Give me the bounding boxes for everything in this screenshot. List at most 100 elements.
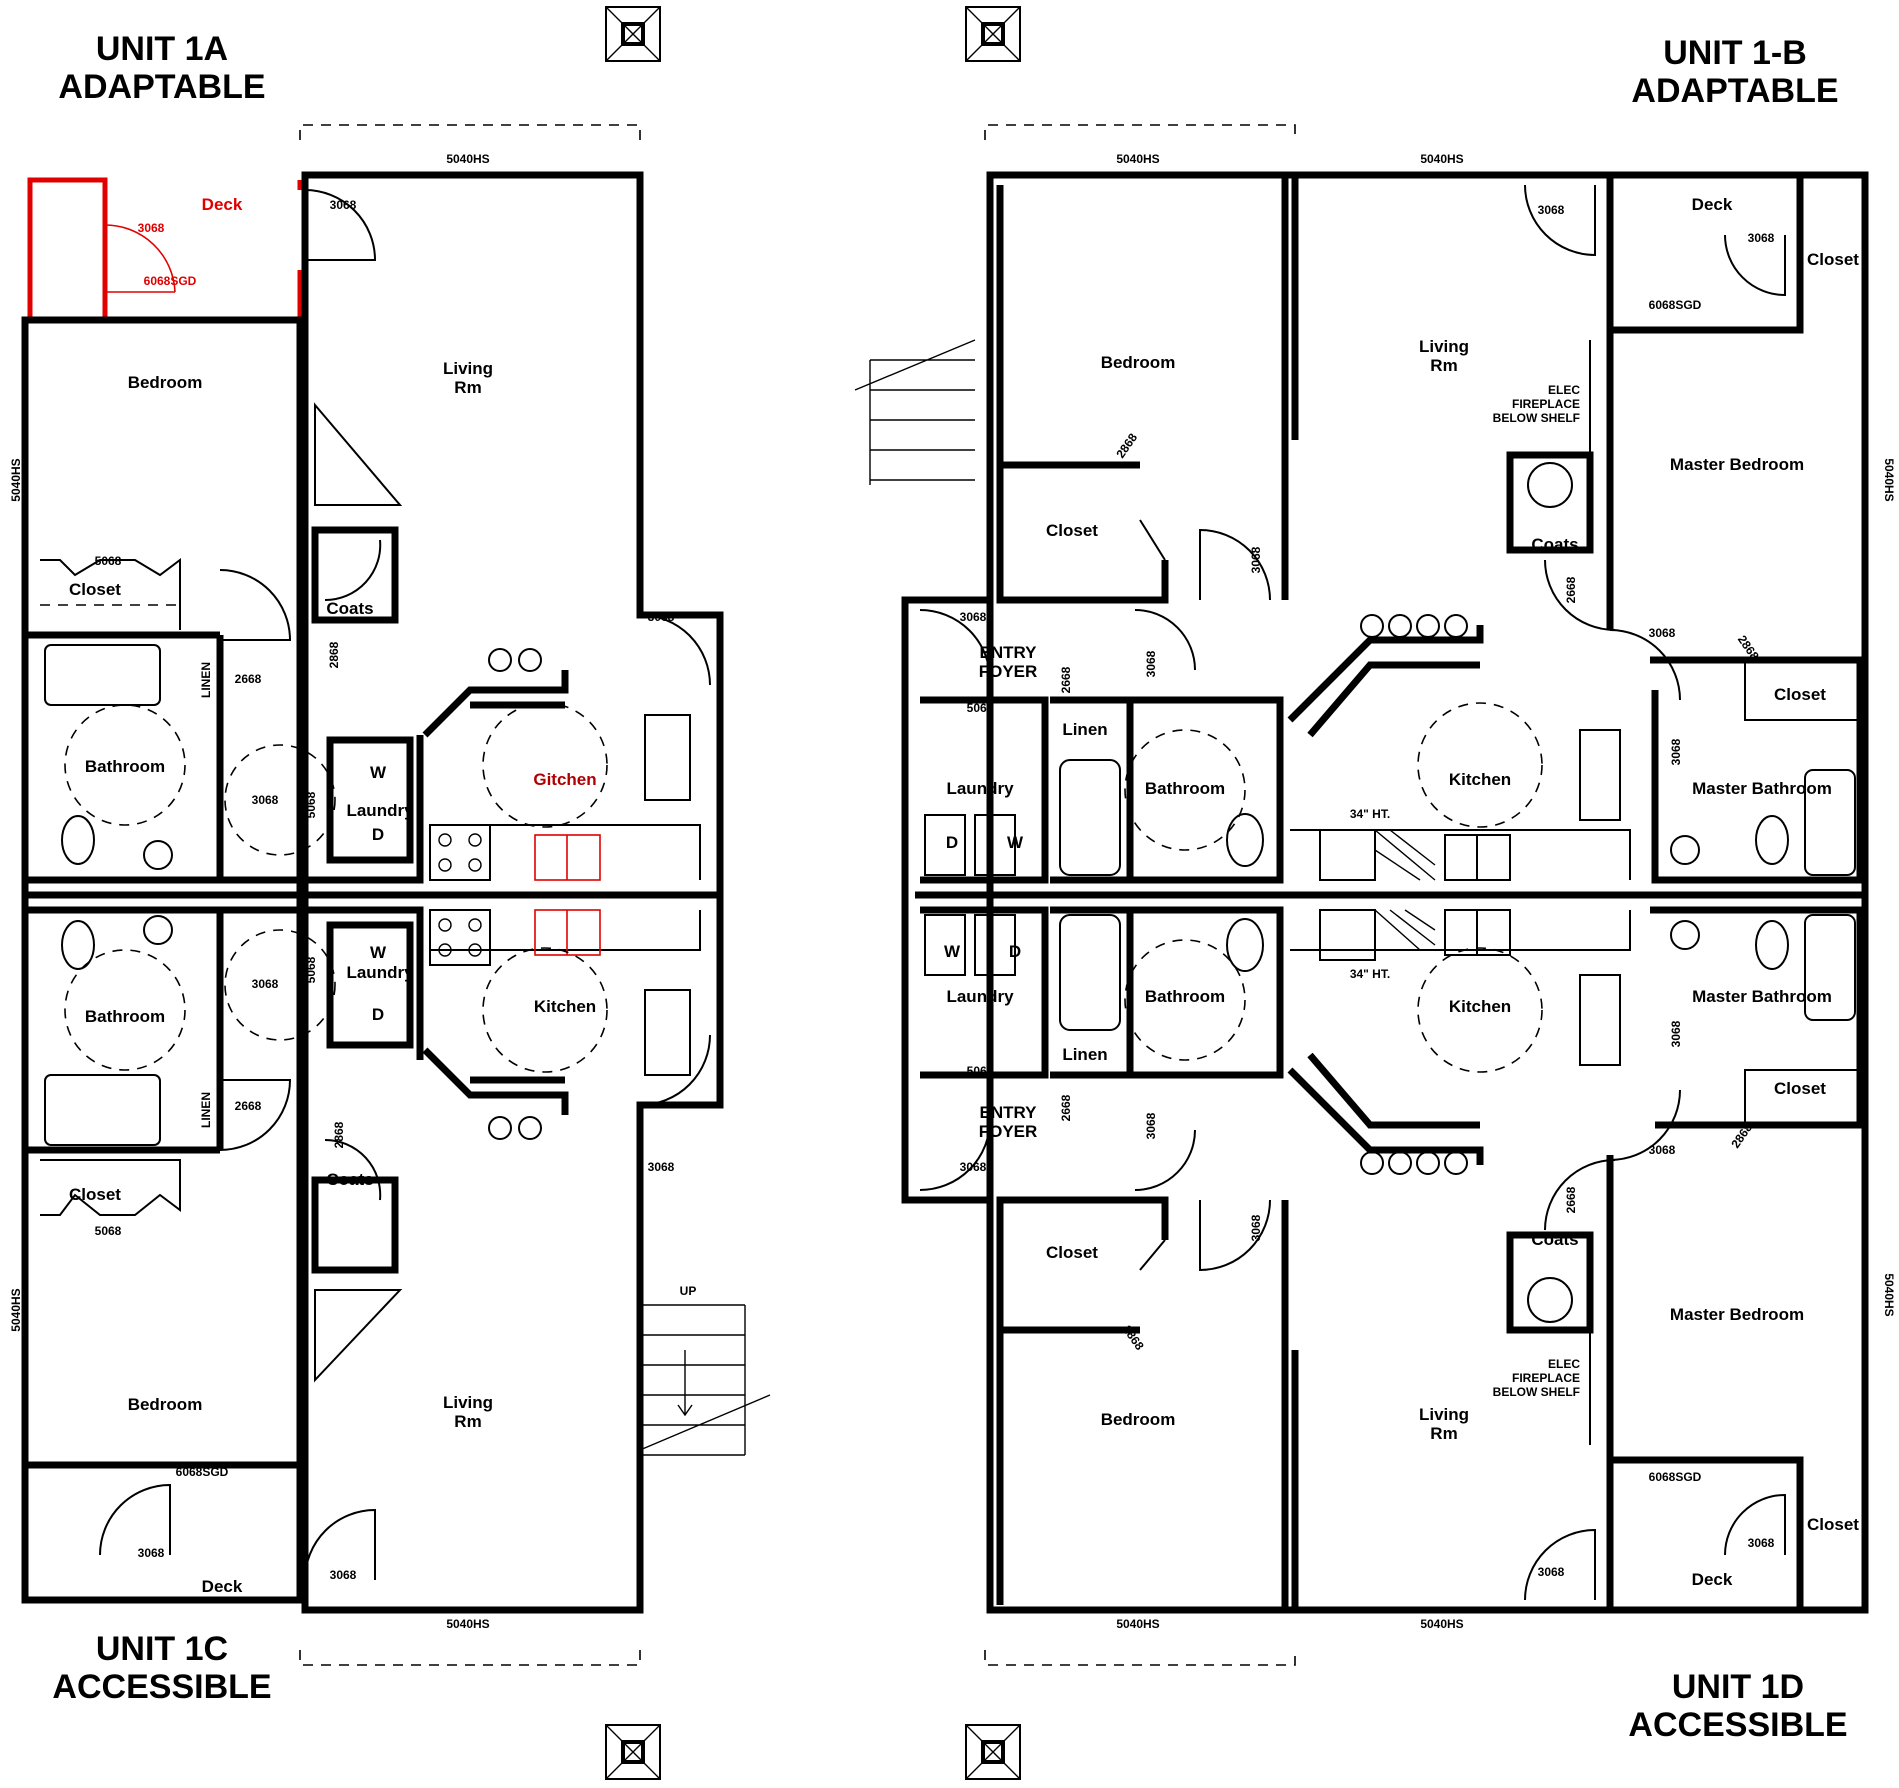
- svg-text:Bathroom: Bathroom: [85, 757, 165, 776]
- opening-tags: 5040HS 5040HS 5040HS 5040HS 5040HS 5040H…: [9, 152, 1896, 1631]
- svg-text:5068: 5068: [304, 791, 318, 818]
- svg-text:3068: 3068: [330, 1568, 357, 1582]
- svg-text:Living: Living: [1419, 1405, 1469, 1424]
- svg-text:2668: 2668: [1059, 1094, 1073, 1121]
- svg-text:Linen: Linen: [1062, 1045, 1107, 1064]
- svg-text:Closet: Closet: [1774, 685, 1826, 704]
- svg-text:Coats: Coats: [326, 599, 373, 618]
- svg-text:3068: 3068: [960, 610, 987, 624]
- svg-text:Coats: Coats: [1531, 535, 1578, 554]
- svg-text:2668: 2668: [1564, 576, 1578, 603]
- svg-text:5068: 5068: [304, 956, 318, 983]
- unit-title-1a: UNIT 1A ADAPTABLE: [58, 30, 265, 106]
- svg-text:BELOW SHELF: BELOW SHELF: [1493, 1385, 1580, 1399]
- svg-text:Master Bedroom: Master Bedroom: [1670, 1305, 1804, 1324]
- svg-text:5040HS: 5040HS: [9, 1288, 23, 1331]
- svg-text:Rm: Rm: [1430, 1424, 1457, 1443]
- svg-text:Bathroom: Bathroom: [1145, 987, 1225, 1006]
- right-building-walls: [854, 171, 1869, 1614]
- svg-text:Closet: Closet: [1046, 1243, 1098, 1262]
- svg-text:6068SGD: 6068SGD: [1649, 1470, 1702, 1484]
- svg-text:ENTRY: ENTRY: [980, 643, 1038, 662]
- svg-text:Closet: Closet: [1807, 250, 1859, 269]
- svg-text:Laundry: Laundry: [946, 779, 1014, 798]
- svg-text:W: W: [370, 943, 387, 962]
- unit-title-1c: UNIT 1C ACCESSIBLE: [52, 1630, 271, 1706]
- svg-text:Deck: Deck: [202, 195, 243, 214]
- svg-text:2868: 2868: [332, 1121, 346, 1148]
- svg-text:Gitchen: Gitchen: [533, 770, 596, 789]
- svg-text:Coats: Coats: [1531, 1230, 1578, 1249]
- svg-text:5068: 5068: [95, 1224, 122, 1238]
- svg-text:ELEC: ELEC: [1548, 383, 1580, 397]
- svg-text:5040HS: 5040HS: [1882, 458, 1896, 501]
- svg-text:3068: 3068: [1669, 1020, 1683, 1047]
- svg-text:Master Bathroom: Master Bathroom: [1692, 987, 1832, 1006]
- svg-text:34" HT.: 34" HT.: [1350, 967, 1390, 981]
- svg-text:Laundry: Laundry: [346, 963, 414, 982]
- svg-text:Closet: Closet: [1046, 521, 1098, 540]
- svg-text:2668: 2668: [1564, 1186, 1578, 1213]
- svg-text:D: D: [946, 833, 958, 852]
- svg-text:Rm: Rm: [454, 1412, 481, 1431]
- svg-text:UNIT 1-B: UNIT 1-B: [1663, 34, 1807, 72]
- svg-text:5040HS: 5040HS: [1116, 1617, 1159, 1631]
- svg-text:UNIT 1C: UNIT 1C: [96, 1630, 228, 1668]
- svg-text:3068: 3068: [1144, 650, 1158, 677]
- svg-text:Laundry: Laundry: [346, 801, 414, 820]
- svg-text:Laundry: Laundry: [946, 987, 1014, 1006]
- room-labels-1d: W D 34" HT. Laundry Bathroom Kitchen Mas…: [944, 942, 1859, 1589]
- svg-text:ENTRY: ENTRY: [980, 1103, 1038, 1122]
- svg-text:5040HS: 5040HS: [1882, 1273, 1896, 1316]
- svg-text:Linen: Linen: [1062, 720, 1107, 739]
- svg-text:Bathroom: Bathroom: [1145, 779, 1225, 798]
- svg-text:3068: 3068: [252, 977, 279, 991]
- svg-text:Bedroom: Bedroom: [128, 373, 203, 392]
- room-labels-1c: Bathroom Laundry W D Kitchen Closet Coat…: [69, 943, 696, 1596]
- svg-text:W: W: [370, 763, 387, 782]
- svg-text:Bathroom: Bathroom: [85, 1007, 165, 1026]
- svg-text:Deck: Deck: [202, 1577, 243, 1596]
- svg-text:BELOW SHELF: BELOW SHELF: [1493, 411, 1580, 425]
- svg-text:ACCESSIBLE: ACCESSIBLE: [1628, 1706, 1847, 1744]
- svg-text:Living: Living: [443, 359, 493, 378]
- svg-text:Master Bedroom: Master Bedroom: [1670, 455, 1804, 474]
- svg-text:Closet: Closet: [1807, 1515, 1859, 1534]
- svg-text:3068: 3068: [1669, 738, 1683, 765]
- svg-text:UP: UP: [680, 1284, 697, 1298]
- svg-text:3068: 3068: [1649, 1143, 1676, 1157]
- svg-text:UNIT 1A: UNIT 1A: [96, 30, 228, 68]
- svg-text:Living: Living: [443, 1393, 493, 1412]
- svg-text:6068SGD: 6068SGD: [176, 1465, 229, 1479]
- svg-text:ELEC: ELEC: [1548, 1357, 1580, 1371]
- svg-text:W: W: [1007, 833, 1024, 852]
- svg-text:3068: 3068: [330, 198, 357, 212]
- svg-text:LINEN: LINEN: [199, 662, 213, 698]
- unit-title-1d: UNIT 1D ACCESSIBLE: [1628, 1668, 1847, 1744]
- svg-text:ADAPTABLE: ADAPTABLE: [58, 68, 265, 106]
- svg-text:3068: 3068: [648, 1160, 675, 1174]
- svg-text:2868: 2868: [327, 641, 341, 668]
- svg-text:LINEN: LINEN: [199, 1092, 213, 1128]
- svg-text:Bedroom: Bedroom: [128, 1395, 203, 1414]
- svg-text:5068: 5068: [95, 554, 122, 568]
- svg-text:3068: 3068: [1249, 546, 1263, 573]
- svg-text:3068: 3068: [1538, 1565, 1565, 1579]
- room-labels-1a: Deck Bedroom Living Rm Closet Coats Bath…: [69, 195, 597, 844]
- svg-text:D: D: [372, 825, 384, 844]
- svg-text:Rm: Rm: [1430, 356, 1457, 375]
- svg-text:2868: 2868: [1113, 430, 1140, 460]
- svg-text:2868: 2868: [1120, 1323, 1147, 1353]
- svg-text:D: D: [1009, 942, 1021, 961]
- room-labels-1b: Bedroom Closet Living Rm Deck Closet ELE…: [946, 195, 1859, 852]
- svg-text:D: D: [372, 1005, 384, 1024]
- svg-text:5040HS: 5040HS: [1116, 152, 1159, 166]
- svg-text:W: W: [944, 942, 961, 961]
- svg-text:Bedroom: Bedroom: [1101, 1410, 1176, 1429]
- svg-text:2668: 2668: [235, 672, 262, 686]
- svg-text:3068: 3068: [960, 1160, 987, 1174]
- svg-text:3068: 3068: [1748, 1536, 1775, 1550]
- svg-text:3068: 3068: [1144, 1112, 1158, 1139]
- svg-text:ADAPTABLE: ADAPTABLE: [1631, 72, 1838, 110]
